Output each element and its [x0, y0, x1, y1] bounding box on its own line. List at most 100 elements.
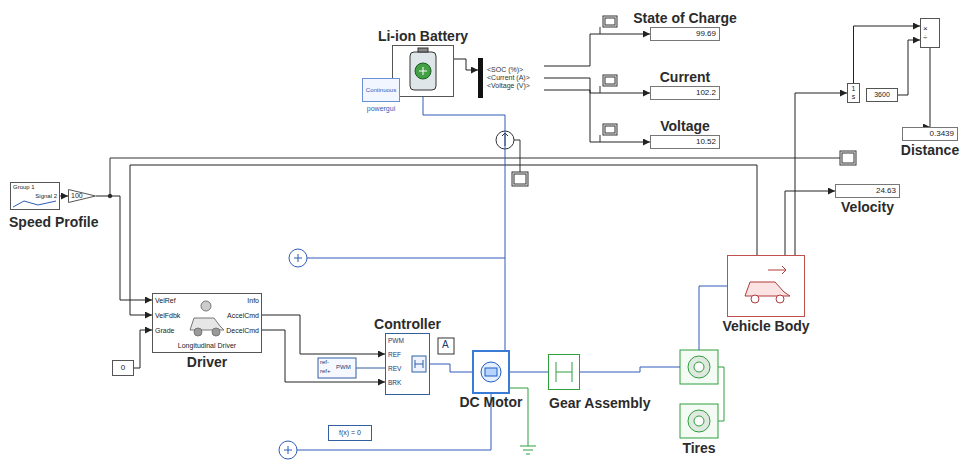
display-block: 24.63Velocity	[835, 184, 900, 198]
signal-line	[134, 330, 152, 368]
h-bridge-icon	[412, 356, 426, 372]
constant-block: 0	[112, 360, 134, 376]
block-text: <SOC (%)>	[487, 66, 523, 74]
vehicle-body-block: Vehicle Body	[727, 255, 805, 317]
block-text: ×	[923, 24, 928, 33]
block-content: 10.52	[651, 136, 719, 148]
pwm-block	[318, 358, 356, 378]
gain-shape	[69, 190, 96, 203]
display-block: 10.52Voltage	[650, 135, 720, 149]
tire-icon	[680, 350, 718, 438]
longitudinal-driver: VelRefVelFdbkGradeInfoAccelCmdDecelCmdLo…	[152, 293, 262, 353]
vehicle-icon	[745, 266, 790, 303]
physical-connection	[510, 372, 548, 373]
signal-line	[262, 315, 385, 354]
port-label: Longitudinal Driver	[178, 342, 236, 350]
gear-block: Gear Assembly	[548, 354, 580, 390]
scope-stub	[600, 27, 601, 142]
display-block: 0.3439Distance	[902, 127, 958, 141]
block-label: Gear Assembly	[549, 395, 650, 411]
controller-block: ControllerPWMREFREVBRK	[385, 333, 430, 395]
block-content: <SOC (%)><Current (A)><Voltage (V)>	[483, 58, 544, 98]
signal-line	[262, 330, 385, 382]
ammeter-block	[438, 338, 454, 354]
block-content: 1s	[848, 84, 859, 102]
port-label: powergui	[367, 105, 395, 113]
gear-icon	[556, 362, 572, 382]
port-label: PWM	[388, 337, 404, 344]
block-text: <Voltage (V)>	[487, 82, 530, 90]
physical-wire	[356, 368, 385, 369]
block-content	[680, 350, 718, 438]
port-label: Grade	[155, 327, 174, 335]
powergui-block: Continuouspowergui	[362, 78, 400, 102]
physical-connection	[430, 364, 472, 372]
physical-wire	[718, 367, 724, 421]
block-text: 99.69	[696, 29, 716, 38]
block-text: 1	[852, 85, 856, 93]
block-content: 0.3439	[903, 128, 957, 140]
block-content	[474, 352, 508, 392]
current-sensor	[496, 131, 520, 172]
signal-line	[60, 196, 68, 197]
signal-builder-icon	[13, 201, 56, 207]
port-label: ref-	[320, 359, 329, 366]
block-text: ÷	[923, 33, 927, 42]
port-label: Signal 2	[35, 193, 57, 200]
block-text: 102.2	[696, 88, 716, 97]
port-label: VelFdbk	[155, 312, 180, 320]
physical-connection	[580, 367, 680, 372]
signal-builder: Group 1Signal 2Speed Profile	[10, 182, 60, 210]
block-content: Continuous	[363, 79, 399, 101]
signal-line	[544, 78, 650, 93]
block-label: Velocity	[841, 199, 894, 215]
block-content	[549, 355, 579, 389]
block-label: State of Charge	[633, 10, 736, 26]
port-label: REV	[388, 365, 401, 372]
signal-line	[785, 191, 835, 255]
block-label: Speed Profile	[9, 214, 98, 230]
block-content: 99.69	[651, 28, 719, 40]
port-label: REF	[388, 351, 401, 358]
dc-motor-block: DC Motor	[472, 350, 510, 394]
block-text: Continuous	[366, 87, 396, 94]
solver-config: f(x) = 0	[328, 425, 372, 441]
battery-block: Li-ion Battery	[392, 45, 454, 97]
block-label: Controller	[374, 316, 441, 332]
port-label: BRK	[388, 379, 401, 386]
block-text: 0	[121, 363, 125, 372]
signal-line	[795, 93, 847, 255]
block-label: Vehicle Body	[722, 318, 809, 334]
gain-block: 100	[68, 189, 96, 203]
bus-selector: <SOC (%)><Current (A)><Voltage (V)>	[478, 58, 544, 98]
block-text: s	[852, 93, 856, 101]
port-label: PWM	[336, 364, 351, 371]
motor-icon	[481, 362, 501, 382]
block-content: 100	[68, 189, 96, 203]
block-text: f(x) = 0	[339, 429, 361, 437]
block-text: 24.63	[876, 186, 896, 195]
signal-line	[898, 40, 920, 95]
port-label: AccelCmd	[227, 312, 259, 320]
port-label: Group 1	[13, 184, 35, 191]
signal-line	[96, 196, 152, 300]
signal-line	[854, 26, 921, 83]
block-label: Li-ion Battery	[378, 28, 468, 44]
block-label: Current	[660, 69, 711, 85]
block-label: Distance	[901, 142, 959, 158]
signal-line	[930, 48, 931, 127]
physical-connection	[423, 97, 505, 350]
block-content: 3600	[867, 89, 897, 101]
block-content: f(x) = 0	[329, 426, 371, 440]
block-label: DC Motor	[460, 394, 523, 410]
block-content: 0	[113, 361, 133, 375]
port-label: VelRef	[155, 297, 176, 305]
display-block: 102.2Current	[650, 86, 720, 100]
product-block: ×÷	[920, 18, 940, 48]
block-content: 102.2	[651, 87, 719, 99]
block-text: 100	[71, 192, 83, 200]
signal-wire	[110, 158, 840, 196]
port-label: ref+	[320, 368, 331, 375]
port-label: DecelCmd	[226, 327, 259, 335]
